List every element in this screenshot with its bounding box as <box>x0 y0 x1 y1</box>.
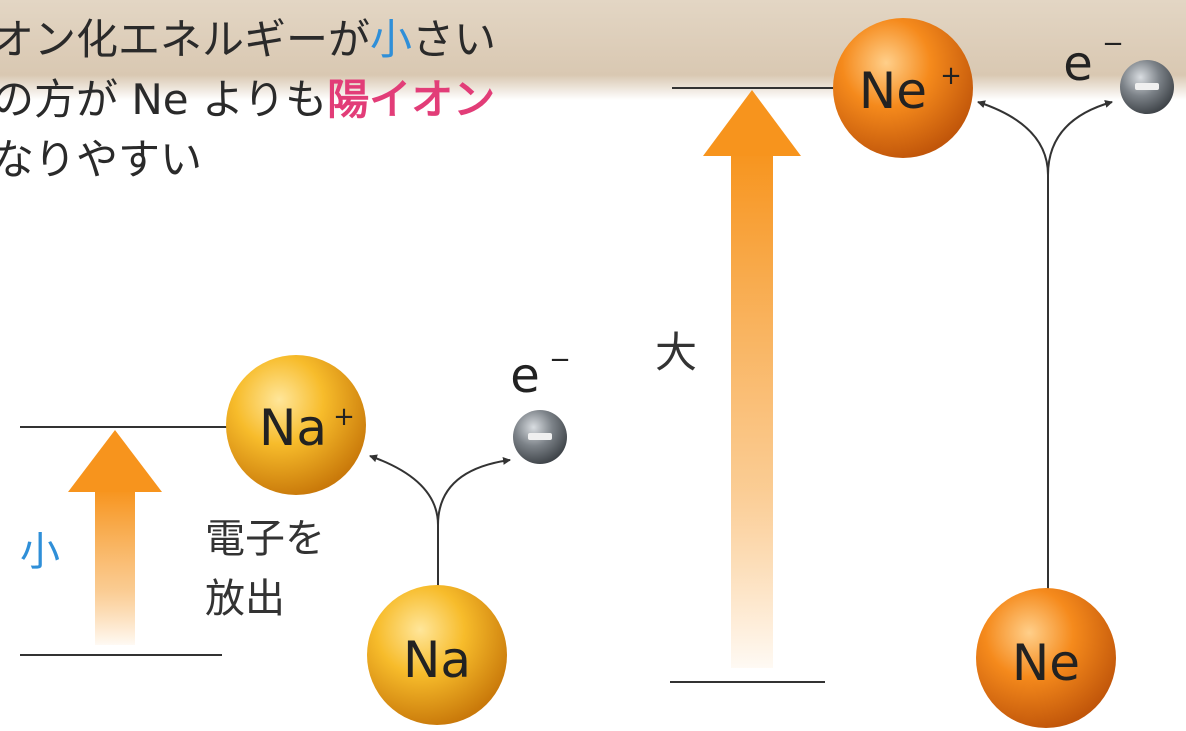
ne-to-electron-arrow <box>1048 102 1112 175</box>
na-ion-sphere: Na + <box>226 355 366 495</box>
na-to-electron-arrow <box>438 460 510 525</box>
large-energy-arrow <box>703 90 801 668</box>
na-ion-charge: + <box>333 402 355 432</box>
small-energy-arrow <box>68 430 162 645</box>
ne-to-ion-arrow <box>978 102 1048 590</box>
na-ion-label: Na <box>259 399 327 457</box>
na-atom-sphere: Na <box>367 585 507 725</box>
small-energy-label: 小 <box>20 529 60 575</box>
ne-atom-sphere: Ne <box>976 588 1116 728</box>
ne-electron-label: e <box>1063 36 1093 92</box>
large-energy-label: 大 <box>655 328 697 377</box>
minus-icon <box>528 433 552 440</box>
na-electron-charge: − <box>549 345 571 375</box>
emit-electron-label-line2: 放出 <box>205 576 285 622</box>
ne-ion-charge: + <box>940 61 962 91</box>
emit-electron-label-line1: 電子を <box>205 516 325 562</box>
ne-electron-charge: − <box>1102 29 1124 59</box>
na-atom-label: Na <box>403 631 471 689</box>
ne-electron: e − <box>1063 29 1174 114</box>
ne-ion-sphere: Ne + <box>833 18 973 158</box>
na-to-ion-arrow <box>370 456 438 588</box>
minus-icon <box>1135 83 1159 90</box>
ne-atom-label: Ne <box>1012 634 1080 692</box>
ne-ion-label: Ne <box>859 62 927 120</box>
na-electron: e − <box>510 345 571 464</box>
na-electron-label: e <box>510 348 540 404</box>
